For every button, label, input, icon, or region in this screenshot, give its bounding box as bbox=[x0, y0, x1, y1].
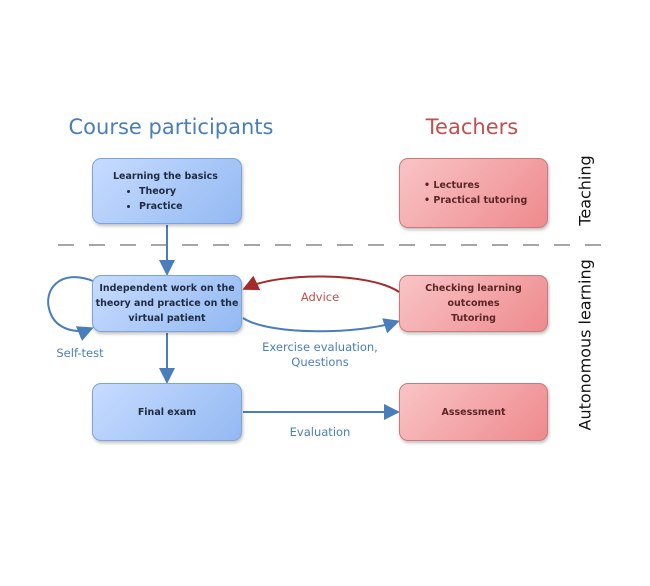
assessment-box: Assessment bbox=[399, 383, 548, 441]
list-item: Practice bbox=[139, 199, 241, 214]
list-item: • Lectures bbox=[424, 180, 480, 191]
box-line: Independent work on the bbox=[99, 283, 235, 294]
box-line: outcomes bbox=[447, 298, 500, 309]
final-exam-box: Final exam bbox=[92, 383, 242, 441]
arrow-exercise bbox=[242, 317, 400, 334]
box-label: Assessment bbox=[441, 406, 506, 418]
teaching-label: Teaching bbox=[575, 155, 595, 226]
arrow-selftest-loop bbox=[47, 276, 94, 341]
box-line: theory and practice on the bbox=[95, 298, 239, 309]
evaluation-label: Evaluation bbox=[289, 425, 351, 439]
exercise-label: Exercise evaluation,Questions bbox=[262, 340, 378, 369]
checking-outcomes-box: Checking learning outcomes Tutoring bbox=[399, 275, 548, 332]
participants-header: Course participants bbox=[68, 115, 274, 139]
advice-label: Advice bbox=[300, 290, 340, 304]
box-line: Checking learning bbox=[425, 283, 522, 294]
teachers-header: Teachers bbox=[425, 115, 519, 139]
learning-basics-box: Learning the basics TheoryPractice bbox=[92, 158, 242, 224]
learning-basics-title: Learning the basics bbox=[113, 170, 218, 182]
list-item: Theory bbox=[139, 184, 241, 199]
autonomous-learning-label: Autonomous learning bbox=[575, 259, 595, 431]
box-line: virtual patient bbox=[128, 313, 206, 324]
box-line: Tutoring bbox=[451, 313, 496, 324]
independent-work-box: Independent work on the theory and pract… bbox=[92, 275, 242, 332]
box-label: Final exam bbox=[137, 406, 197, 418]
list-item: • Practical tutoring bbox=[424, 195, 528, 206]
arrow-advice bbox=[242, 275, 400, 293]
selftest-label: Self-test bbox=[56, 346, 104, 360]
teaching-box: • Lectures • Practical tutoring bbox=[399, 158, 548, 228]
